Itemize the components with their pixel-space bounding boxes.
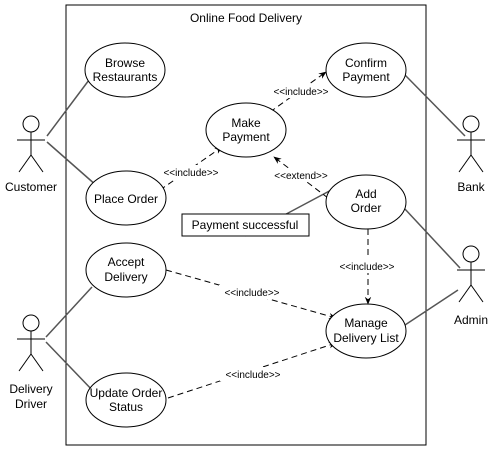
use-case-confirm-payment[interactable]: Confirm Payment xyxy=(325,42,407,98)
use-case-label: Accept xyxy=(108,255,145,269)
assoc-confirm-bank xyxy=(404,74,466,137)
relationship-labels: <<include>> <<include>> <<extend>> <<inc… xyxy=(158,84,400,381)
use-case-label: Restaurants xyxy=(93,70,158,84)
assoc-customer-place xyxy=(46,141,98,187)
actor-bank[interactable] xyxy=(457,115,485,173)
use-case-label: Make xyxy=(231,116,261,130)
actor-bank-label: Bank xyxy=(457,180,485,194)
use-case-label: Update Order xyxy=(90,386,163,400)
use-case-manage-delivery-list[interactable]: Manage Delivery List xyxy=(325,303,407,359)
assoc-customer-browse xyxy=(46,79,90,137)
use-case-browse-restaurants[interactable]: Browse Restaurants xyxy=(84,42,166,98)
assoc-manage-admin xyxy=(404,289,459,326)
use-case-label: Add xyxy=(355,187,376,201)
use-case-make-payment[interactable]: Make Payment xyxy=(205,102,287,158)
actor-admin[interactable] xyxy=(457,245,485,303)
use-case-label: Confirm xyxy=(345,56,387,70)
use-case-place-order[interactable]: Place Order xyxy=(85,170,167,226)
actor-delivery-driver-label: Delivery xyxy=(9,382,52,396)
use-case-update-order-status[interactable]: Update Order Status xyxy=(85,372,167,428)
use-case-label: Delivery List xyxy=(333,331,399,345)
actor-admin-label: Admin xyxy=(454,313,488,327)
actor-customer-label: Customer xyxy=(5,180,57,194)
label-payment-confirm: <<include>> xyxy=(273,87,328,98)
label-add-payment: <<extend>> xyxy=(274,171,328,182)
label-add-manage: <<include>> xyxy=(339,262,394,273)
assoc-driver-update xyxy=(45,341,96,394)
use-case-label: Delivery xyxy=(104,270,147,284)
use-case-label: Browse xyxy=(105,56,145,70)
associations xyxy=(45,74,466,394)
use-case-label: Payment xyxy=(342,70,390,84)
actor-delivery-driver[interactable] xyxy=(17,314,45,372)
label-place-payment: <<include>> xyxy=(163,168,218,179)
note-text: Payment successful xyxy=(192,218,299,232)
actor-customer[interactable] xyxy=(17,115,45,173)
system-title: Online Food Delivery xyxy=(190,11,302,25)
dep-place-payment xyxy=(159,146,223,191)
label-accept-manage: <<include>> xyxy=(224,288,279,299)
use-case-label: Order xyxy=(351,201,382,215)
label-update-manage: <<include>> xyxy=(225,370,280,381)
use-case-label: Manage xyxy=(344,316,388,330)
assoc-add-admin xyxy=(403,207,461,269)
use-case-accept-delivery[interactable]: Accept Delivery xyxy=(85,242,167,298)
assoc-driver-accept xyxy=(45,286,93,338)
note-payment-successful[interactable]: Payment successful xyxy=(181,213,310,237)
actor-delivery-driver-label: Driver xyxy=(15,397,47,411)
use-case-label: Payment xyxy=(222,130,270,144)
use-case-label: Place Order xyxy=(94,192,158,206)
use-case-add-order[interactable]: Add Order xyxy=(325,174,407,230)
use-case-label: Status xyxy=(109,400,143,414)
